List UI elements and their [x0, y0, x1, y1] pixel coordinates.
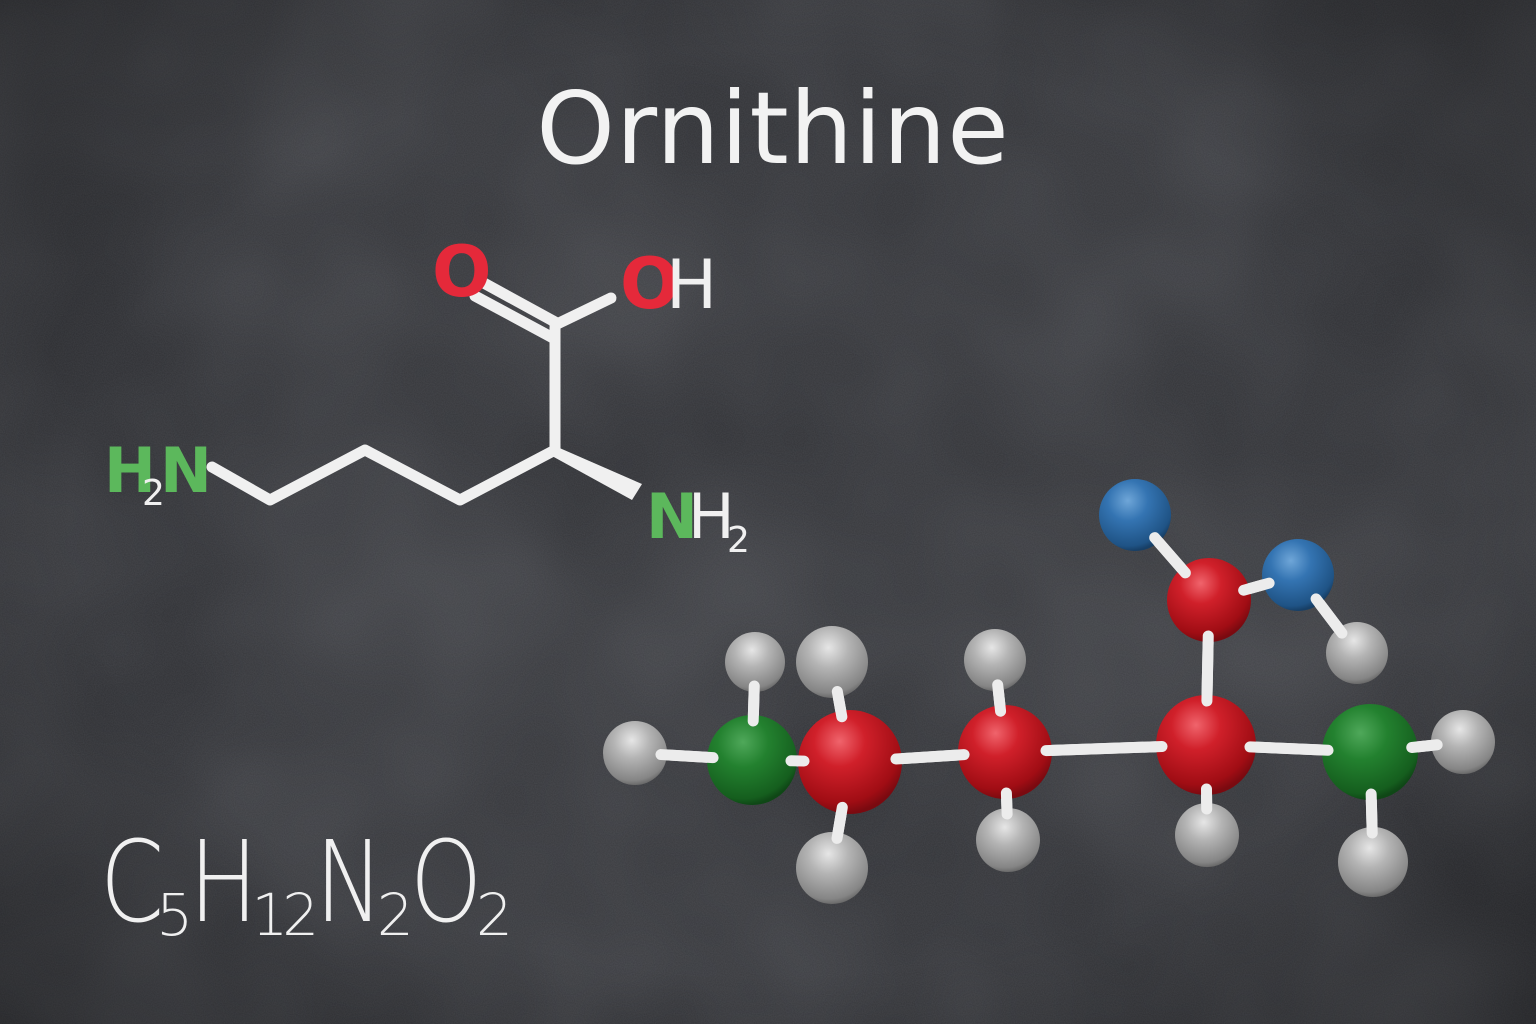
carbon-atom [1167, 558, 1251, 642]
carbon-atom [1156, 695, 1256, 795]
bond-stick [1149, 532, 1191, 579]
alpha-amine-n-label: N [646, 480, 698, 553]
bond-stick [1310, 593, 1348, 639]
nitrogen-atom [707, 715, 797, 805]
hydrogen-atom [976, 808, 1040, 872]
carbonyl-double-bond-outer [476, 276, 561, 328]
model-atoms [603, 479, 1495, 904]
bond-stick [831, 686, 848, 723]
carbonyl-oxygen-label: O [432, 231, 492, 313]
alpha-amine-subscript: 2 [727, 520, 750, 561]
carbonyl-double-bond-inner [469, 290, 559, 344]
hydrogen-atom [964, 629, 1026, 691]
hydrogen-atom [1338, 827, 1408, 897]
hydroxyl-oxygen-label: O [620, 243, 680, 325]
formula-nitrogen-count: 2 [376, 881, 414, 949]
formula-nitrogen: N [315, 818, 384, 948]
terminal-amine-subscript: 2 [142, 473, 165, 514]
carbon-atom [958, 705, 1052, 799]
bond-stick [890, 749, 970, 765]
hydrogen-atom [725, 632, 785, 692]
formula-hydrogen-count: 12 [251, 881, 319, 949]
hydrogen-atom [1431, 710, 1495, 774]
carbon-atom [798, 710, 902, 814]
bond-stick [1244, 741, 1334, 756]
formula-hydrogen: H [189, 818, 258, 948]
bond-stick [831, 801, 848, 844]
bond-stick [747, 680, 760, 727]
oxygen-atom [1262, 539, 1334, 611]
bond-stick [1406, 739, 1443, 754]
hydrogen-atom [603, 721, 667, 785]
hydroxyl-hydrogen-label: H [666, 246, 717, 325]
wedge-bond-amine [552, 446, 642, 500]
hydrogen-atom [796, 626, 868, 698]
formula-oxygen-count: 2 [475, 881, 513, 949]
alpha-amine-h-label: H [688, 480, 735, 553]
nitrogen-atom [1322, 704, 1418, 800]
bond-stick [1238, 577, 1275, 596]
skeletal-bonds [206, 276, 617, 506]
molecular-formula: C5H12N2O2 [100, 818, 513, 949]
formula-oxygen: O [409, 818, 482, 948]
bond-stick [1201, 630, 1214, 707]
molecule-title: Ornithine [536, 70, 1010, 187]
hydrogen-atom [796, 832, 868, 904]
formula-carbon-count: 5 [156, 881, 193, 949]
hydrogen-atom [1175, 803, 1239, 867]
bond-stick [1040, 741, 1168, 757]
terminal-amine-h-label: H [104, 434, 156, 507]
bond-stick [1365, 788, 1378, 839]
terminal-amine-n-label: N [160, 434, 212, 507]
formula-carbon: C [100, 818, 164, 948]
bond-stick [992, 679, 1007, 717]
hydroxyl-bond [549, 292, 617, 331]
carbon-chain-bonds [206, 444, 561, 506]
bond-stick [1000, 787, 1013, 820]
bond-stick [655, 749, 719, 764]
